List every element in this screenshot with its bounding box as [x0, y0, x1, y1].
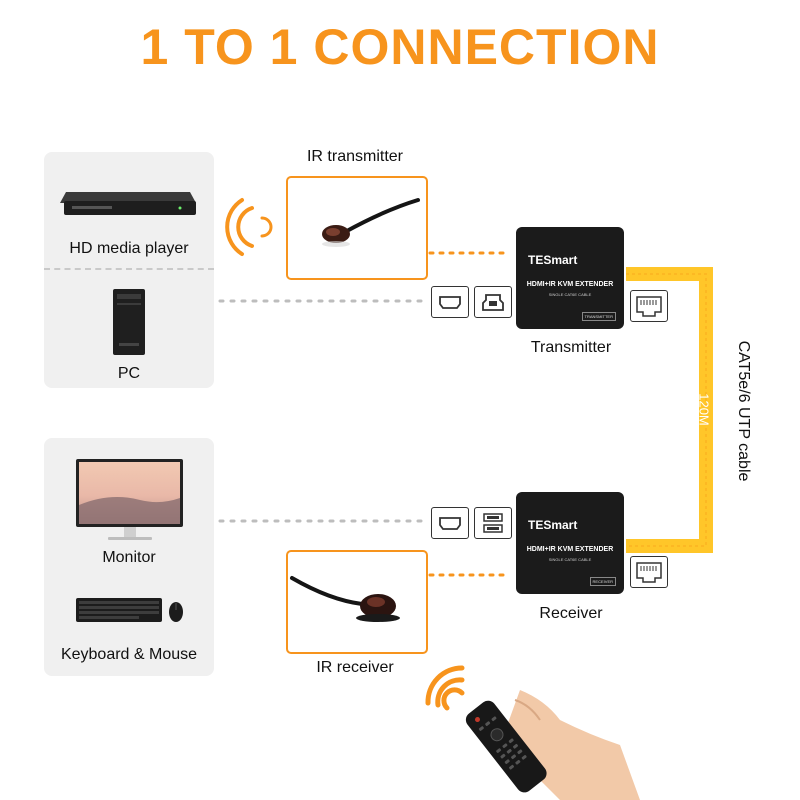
pc-label: PC [117, 365, 141, 382]
tx-tag: TRANSMITTER [581, 312, 616, 321]
ir-receiver-label: IR receiver [316, 659, 394, 676]
tx-usb-port-icon [474, 286, 512, 318]
source-divider [44, 268, 214, 270]
monitor-label: Monitor [102, 549, 156, 566]
transmitter-device: TESmart HDMI+IR KVM EXTENDER SINGLE CAT6… [516, 227, 624, 329]
rx-sub: SINGLE CAT6E CABLE [548, 557, 592, 562]
tx-sub: SINGLE CAT6E CABLE [548, 292, 592, 297]
page-title: 1 TO 1 CONNECTION [140, 19, 660, 75]
rx-hdmi-port-icon [431, 507, 469, 539]
rx-brand: TESmart [528, 518, 578, 532]
tx-brand: TESmart [528, 253, 578, 267]
remote-ir-wave-icon [425, 665, 465, 711]
rx-tag: RECEIVER [589, 577, 616, 586]
ir-transmitter-box [286, 176, 428, 280]
receiver-label: Receiver [539, 605, 603, 622]
tx-hdmi-port-icon [431, 286, 469, 318]
transmitter-label: Transmitter [530, 339, 612, 356]
rx-usb-ports-icon [474, 507, 512, 539]
ir-transmitter-label: IR transmitter [306, 148, 403, 165]
tx-rj45-port-icon [630, 290, 668, 322]
ir-wave-icon [225, 198, 273, 256]
media-player-label: HD media player [69, 240, 189, 257]
remote-control-icon [465, 700, 547, 793]
rx-rj45-port-icon [630, 556, 668, 588]
kbm-label: Keyboard & Mouse [60, 646, 198, 663]
tx-model: HDMI+IR KVM EXTENDER [526, 281, 614, 288]
rx-model: HDMI+IR KVM EXTENDER [526, 546, 614, 553]
receiver-device: TESmart HDMI+IR KVM EXTENDER SINGLE CAT6… [516, 492, 624, 594]
cat-cable [626, 267, 713, 553]
